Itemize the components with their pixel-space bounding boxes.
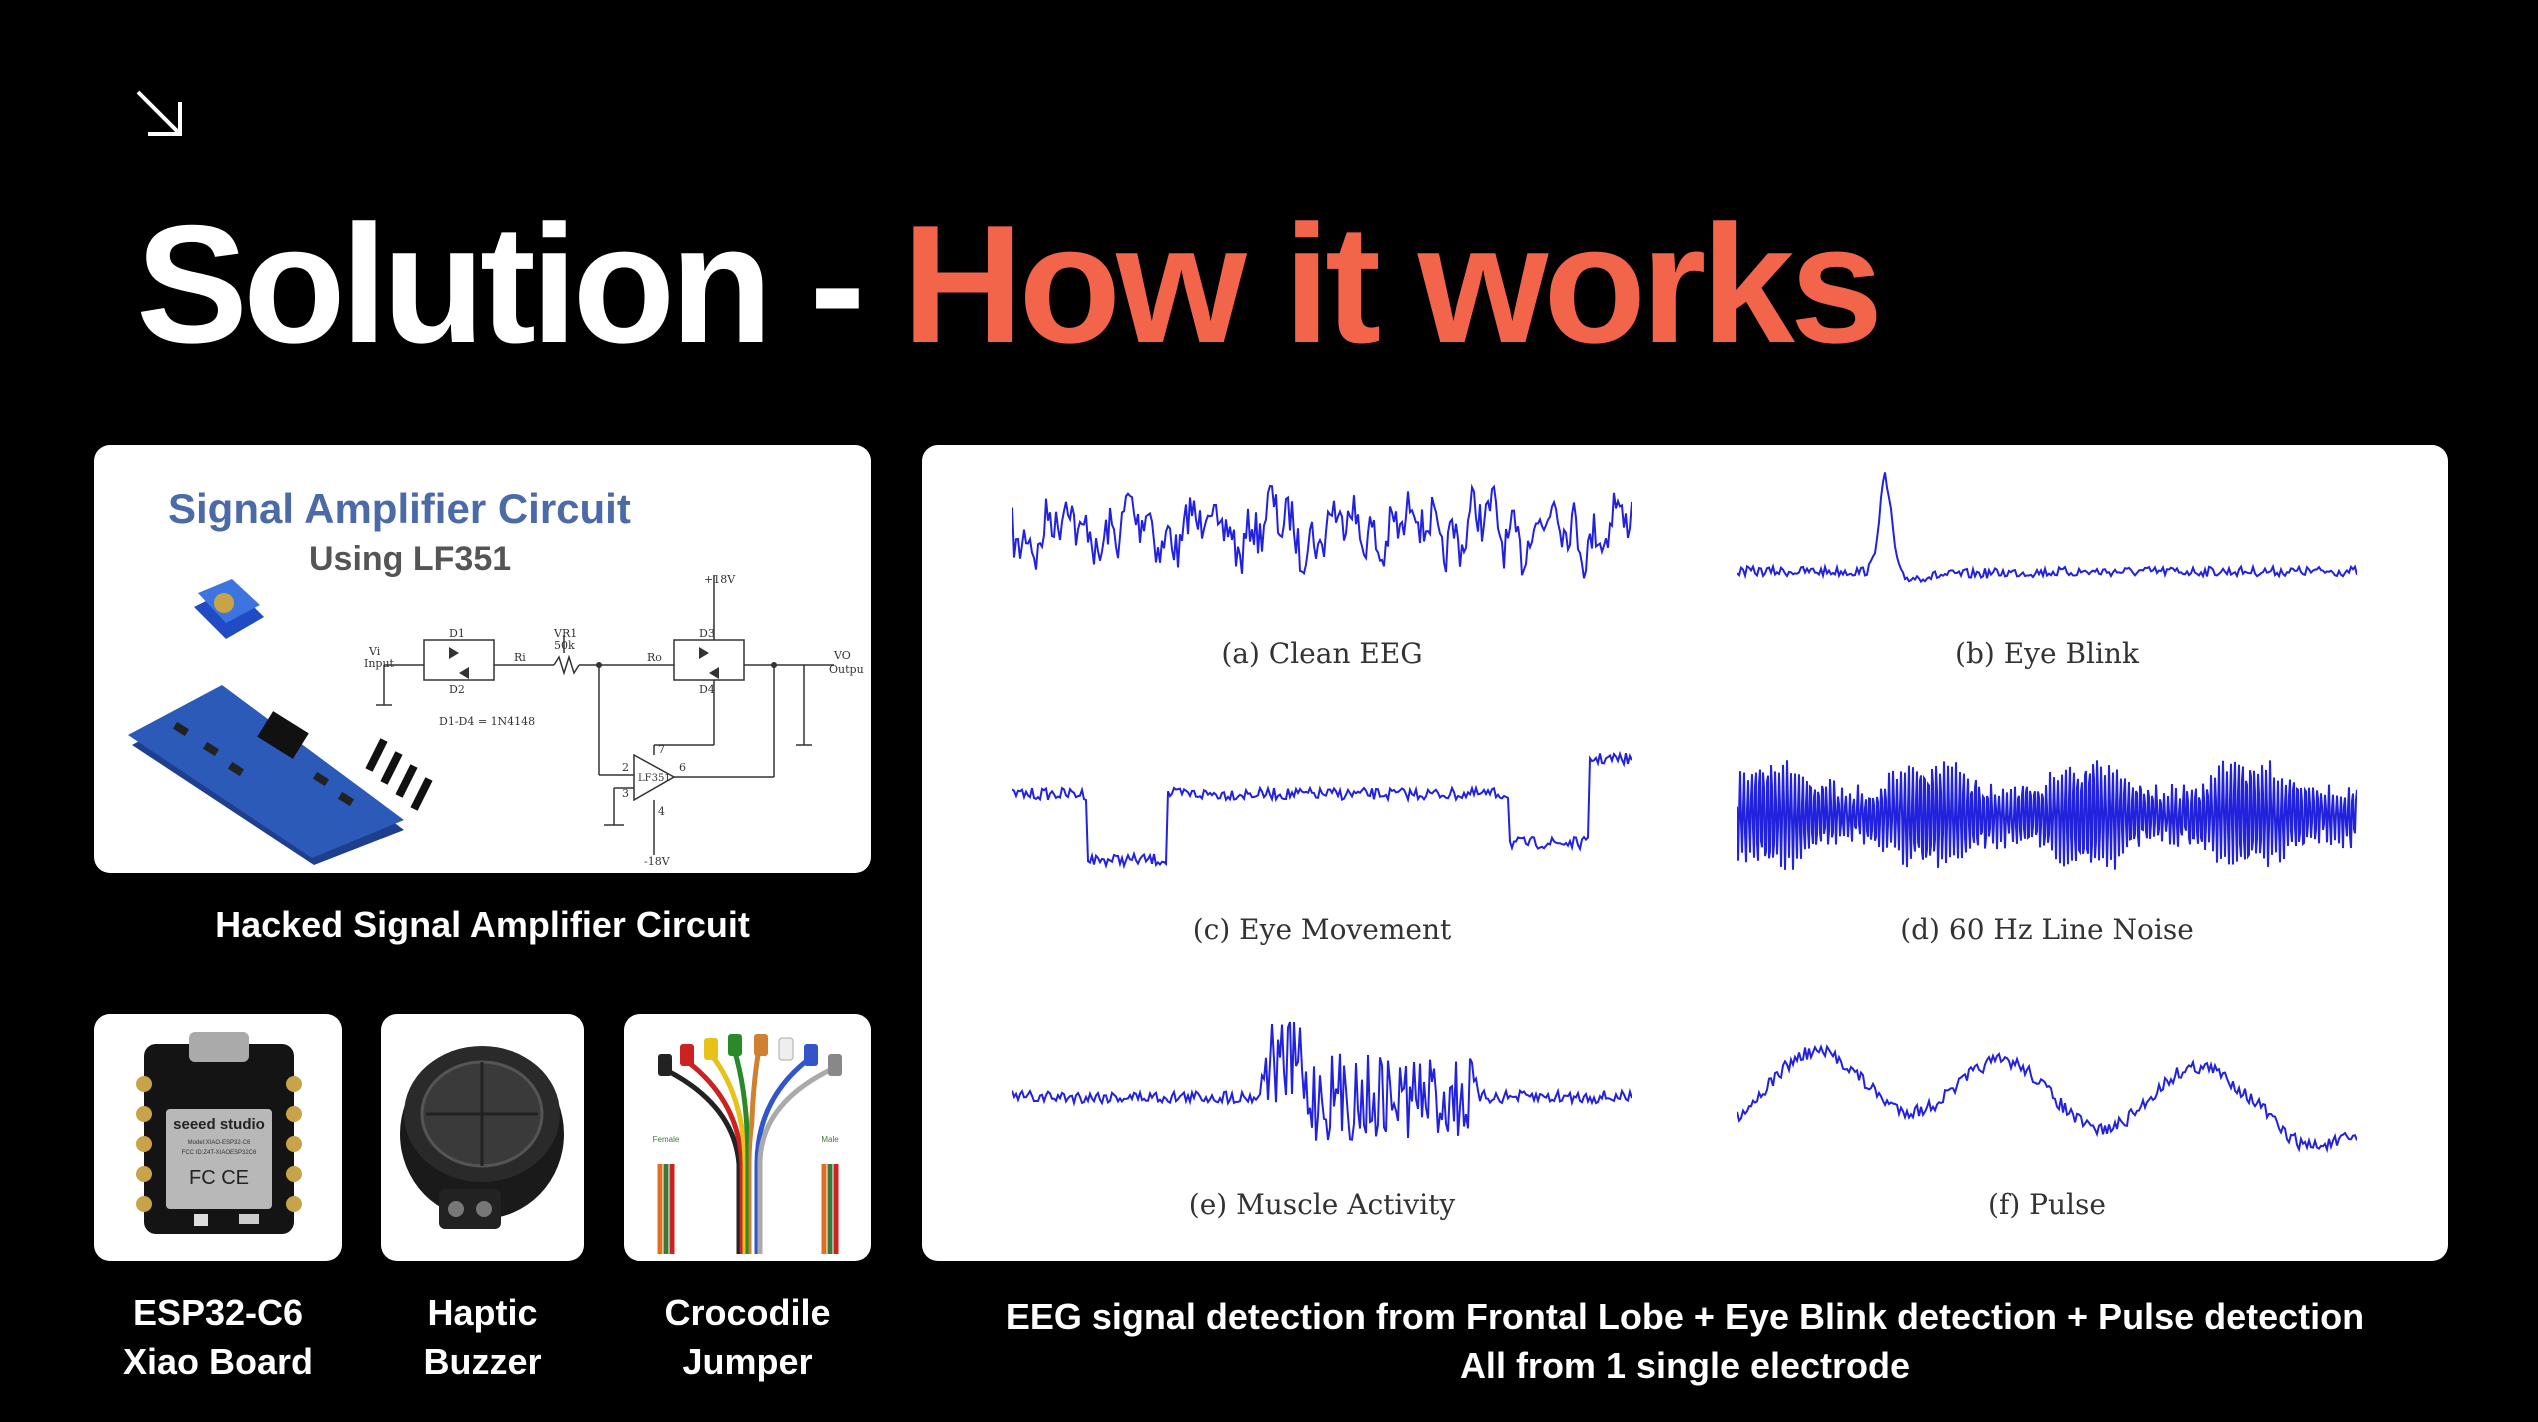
crocodile-caption-line2: Jumper <box>682 1341 813 1382</box>
label-d1: D1 <box>449 627 465 640</box>
label-pin3: 3 <box>622 787 629 800</box>
crocodile-jumper-image: Female Male <box>624 1014 871 1261</box>
plot-eye-blink-label: (b) Eye Blink <box>1955 637 2139 670</box>
plot-eye-blink <box>1737 472 2357 584</box>
esp-board-marks: FC CE <box>189 1167 249 1189</box>
title-accent: How it works <box>902 190 1883 378</box>
plot-eye-movement <box>1012 750 1632 870</box>
label-pin2: 2 <box>622 761 629 774</box>
label-vr1-value: 50k <box>554 639 575 652</box>
label-vi: Vi <box>368 645 381 658</box>
plot-pulse <box>1737 1043 2357 1154</box>
label-diode-note: D1-D4 = 1N4148 <box>439 715 535 728</box>
amplifier-caption: Hacked Signal Amplifier Circuit <box>215 904 750 945</box>
esp32-caption: ESP32-C6 Xiao Board <box>84 1288 352 1386</box>
amplifier-schematic: D1 D2 D3 D4 VR1 50k Vi Input Ri Ro VO Ou… <box>364 575 864 865</box>
label-input: Input <box>364 657 395 670</box>
label-neg-supply: -18V <box>644 855 671 865</box>
label-output: Output <box>829 663 864 676</box>
plot-clean-eeg-line <box>1012 483 1632 579</box>
plot-eye-blink-line <box>1737 472 2357 584</box>
signal-types-figure: (a) Clean EEG (b) Eye Blink (c) Eye Move… <box>922 445 2448 1261</box>
amplifier-subheading: Using LF351 <box>309 540 512 578</box>
buzzer-caption-line2: Buzzer <box>423 1341 542 1382</box>
label-vo: VO <box>833 649 851 662</box>
amplifier-heading: Signal Amplifier Circuit <box>168 485 631 532</box>
label-pos-supply: +18V <box>704 575 736 586</box>
amplifier-board-illustration <box>128 579 433 865</box>
plot-eye-movement-line <box>1012 750 1632 870</box>
haptic-buzzer-image <box>381 1014 584 1261</box>
plot-clean-eeg-label: (a) Clean EEG <box>1221 637 1423 670</box>
plot-muscle-activity-label: (e) Muscle Activity <box>1188 1188 1456 1221</box>
label-d3: D3 <box>699 627 715 640</box>
esp32-caption-line2: Xiao Board <box>122 1341 314 1382</box>
amplifier-circuit-image: Signal Amplifier Circuit Using LF351 <box>94 445 871 873</box>
buzzer-caption: Haptic Buzzer <box>371 1288 594 1386</box>
label-ri: Ri <box>514 651 526 664</box>
plot-line-noise-label: (d) 60 Hz Line Noise <box>1900 913 2194 946</box>
esp-board-brand: seeed studio <box>173 1116 265 1133</box>
label-d4: D4 <box>699 683 715 696</box>
esp-board-model: Model:XIAO-ESP32-C6 <box>188 1140 251 1146</box>
plot-muscle-activity <box>1012 1021 1632 1141</box>
label-vr1: VR1 <box>553 627 577 640</box>
plot-pulse-line <box>1737 1043 2357 1154</box>
label-pin6: 6 <box>679 761 686 774</box>
title-main: Solution - <box>136 190 903 378</box>
label-pin7: 7 <box>658 743 665 756</box>
signals-caption: EEG signal detection from Frontal Lobe +… <box>922 1292 2448 1390</box>
crocodile-caption: Crocodile Jumper <box>604 1288 891 1386</box>
crocodile-caption-line1: Crocodile <box>664 1292 831 1333</box>
signals-caption-line2: All from 1 single electrode <box>1459 1345 1911 1386</box>
croc-male-label: Male <box>821 1135 839 1144</box>
label-ro: Ro <box>647 651 662 664</box>
arrow-down-right-icon <box>136 90 182 136</box>
esp-board-fcc: FCC ID:Z4T-XIAOESP32C6 <box>182 1150 257 1156</box>
plot-eye-movement-label: (c) Eye Movement <box>1192 913 1452 946</box>
plot-line-noise <box>1737 760 2357 870</box>
label-pin4: 4 <box>658 805 665 818</box>
plot-clean-eeg <box>1012 483 1632 579</box>
plot-muscle-activity-line <box>1012 1021 1632 1141</box>
plot-line-noise-line <box>1737 760 2357 870</box>
label-d2: D2 <box>449 683 465 696</box>
signals-caption-line1: EEG signal detection from Frontal Lobe +… <box>1005 1296 2365 1337</box>
page-title: Solution - How it works <box>136 200 1883 368</box>
label-opamp: LF351 <box>638 773 671 784</box>
buzzer-caption-line1: Haptic <box>427 1292 538 1333</box>
esp32-board-image: seeed studio Model:XIAO-ESP32-C6 FCC ID:… <box>94 1014 342 1261</box>
croc-female-label: Female <box>653 1135 680 1144</box>
plot-pulse-label: (f) Pulse <box>1988 1188 2106 1221</box>
esp32-caption-line1: ESP32-C6 <box>132 1292 304 1333</box>
